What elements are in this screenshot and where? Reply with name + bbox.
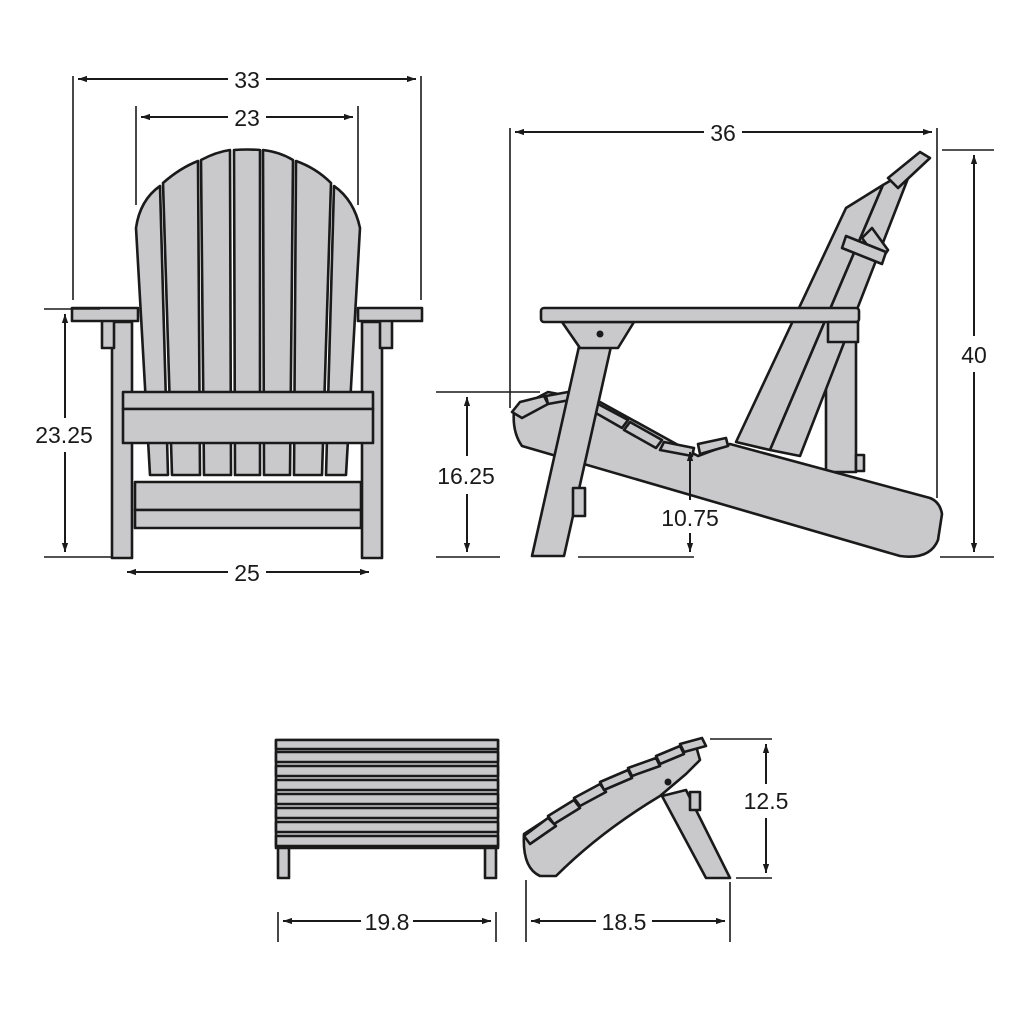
- dim-overall-width: 33: [234, 67, 260, 93]
- seat-front-apron: [121, 407, 375, 445]
- seat-rail-top: [121, 390, 375, 411]
- dim-back-width: 23: [234, 105, 260, 131]
- leg-bracket: [571, 486, 587, 518]
- rear-foot: [854, 453, 866, 473]
- ottoman-front-dimensions: 19.8: [277, 909, 497, 942]
- dim-ottoman-width: 19.8: [365, 909, 410, 935]
- dim-overall-height: 40: [961, 342, 987, 368]
- ottoman-side-slats: [522, 736, 708, 846]
- dim-front-seat-height: 16.25: [437, 463, 495, 489]
- left-arm-support: [100, 318, 116, 350]
- ottoman-side-dimensions: 18.5 12.5: [525, 738, 789, 942]
- right-arm: [356, 306, 424, 323]
- armrest: [539, 306, 861, 324]
- ottoman-right-leg: [483, 844, 498, 880]
- ottoman-slats: [274, 738, 500, 848]
- chair-side-view: [510, 150, 944, 558]
- dim-base-width: 25: [234, 560, 260, 586]
- lower-rail-2: [133, 508, 363, 530]
- right-arm-support: [378, 318, 394, 350]
- chair-front-dimensions: 33 23 23.25 25: [35, 67, 422, 586]
- chair-side-dimensions: 36 40 16.25 10.75: [436, 120, 994, 558]
- dim-ottoman-depth: 18.5: [602, 909, 647, 935]
- dim-arm-height: 23.25: [35, 422, 93, 448]
- dim-rear-seat-height: 10.75: [661, 505, 719, 531]
- ottoman-front-view: [274, 738, 500, 880]
- ottoman-left-leg: [276, 844, 291, 880]
- ottoman-leg-bracket: [688, 790, 702, 812]
- dim-side-depth: 36: [710, 120, 736, 146]
- lower-rail: [133, 480, 363, 512]
- left-arm: [70, 306, 140, 323]
- chair-front-view: [70, 148, 424, 560]
- side-runner: [512, 390, 944, 558]
- ottoman-side-view: [522, 736, 732, 880]
- side-seat-slats: [510, 390, 730, 458]
- ottoman-leg: [660, 788, 732, 880]
- armrest-block: [826, 320, 860, 344]
- dim-ottoman-height: 12.5: [744, 788, 789, 814]
